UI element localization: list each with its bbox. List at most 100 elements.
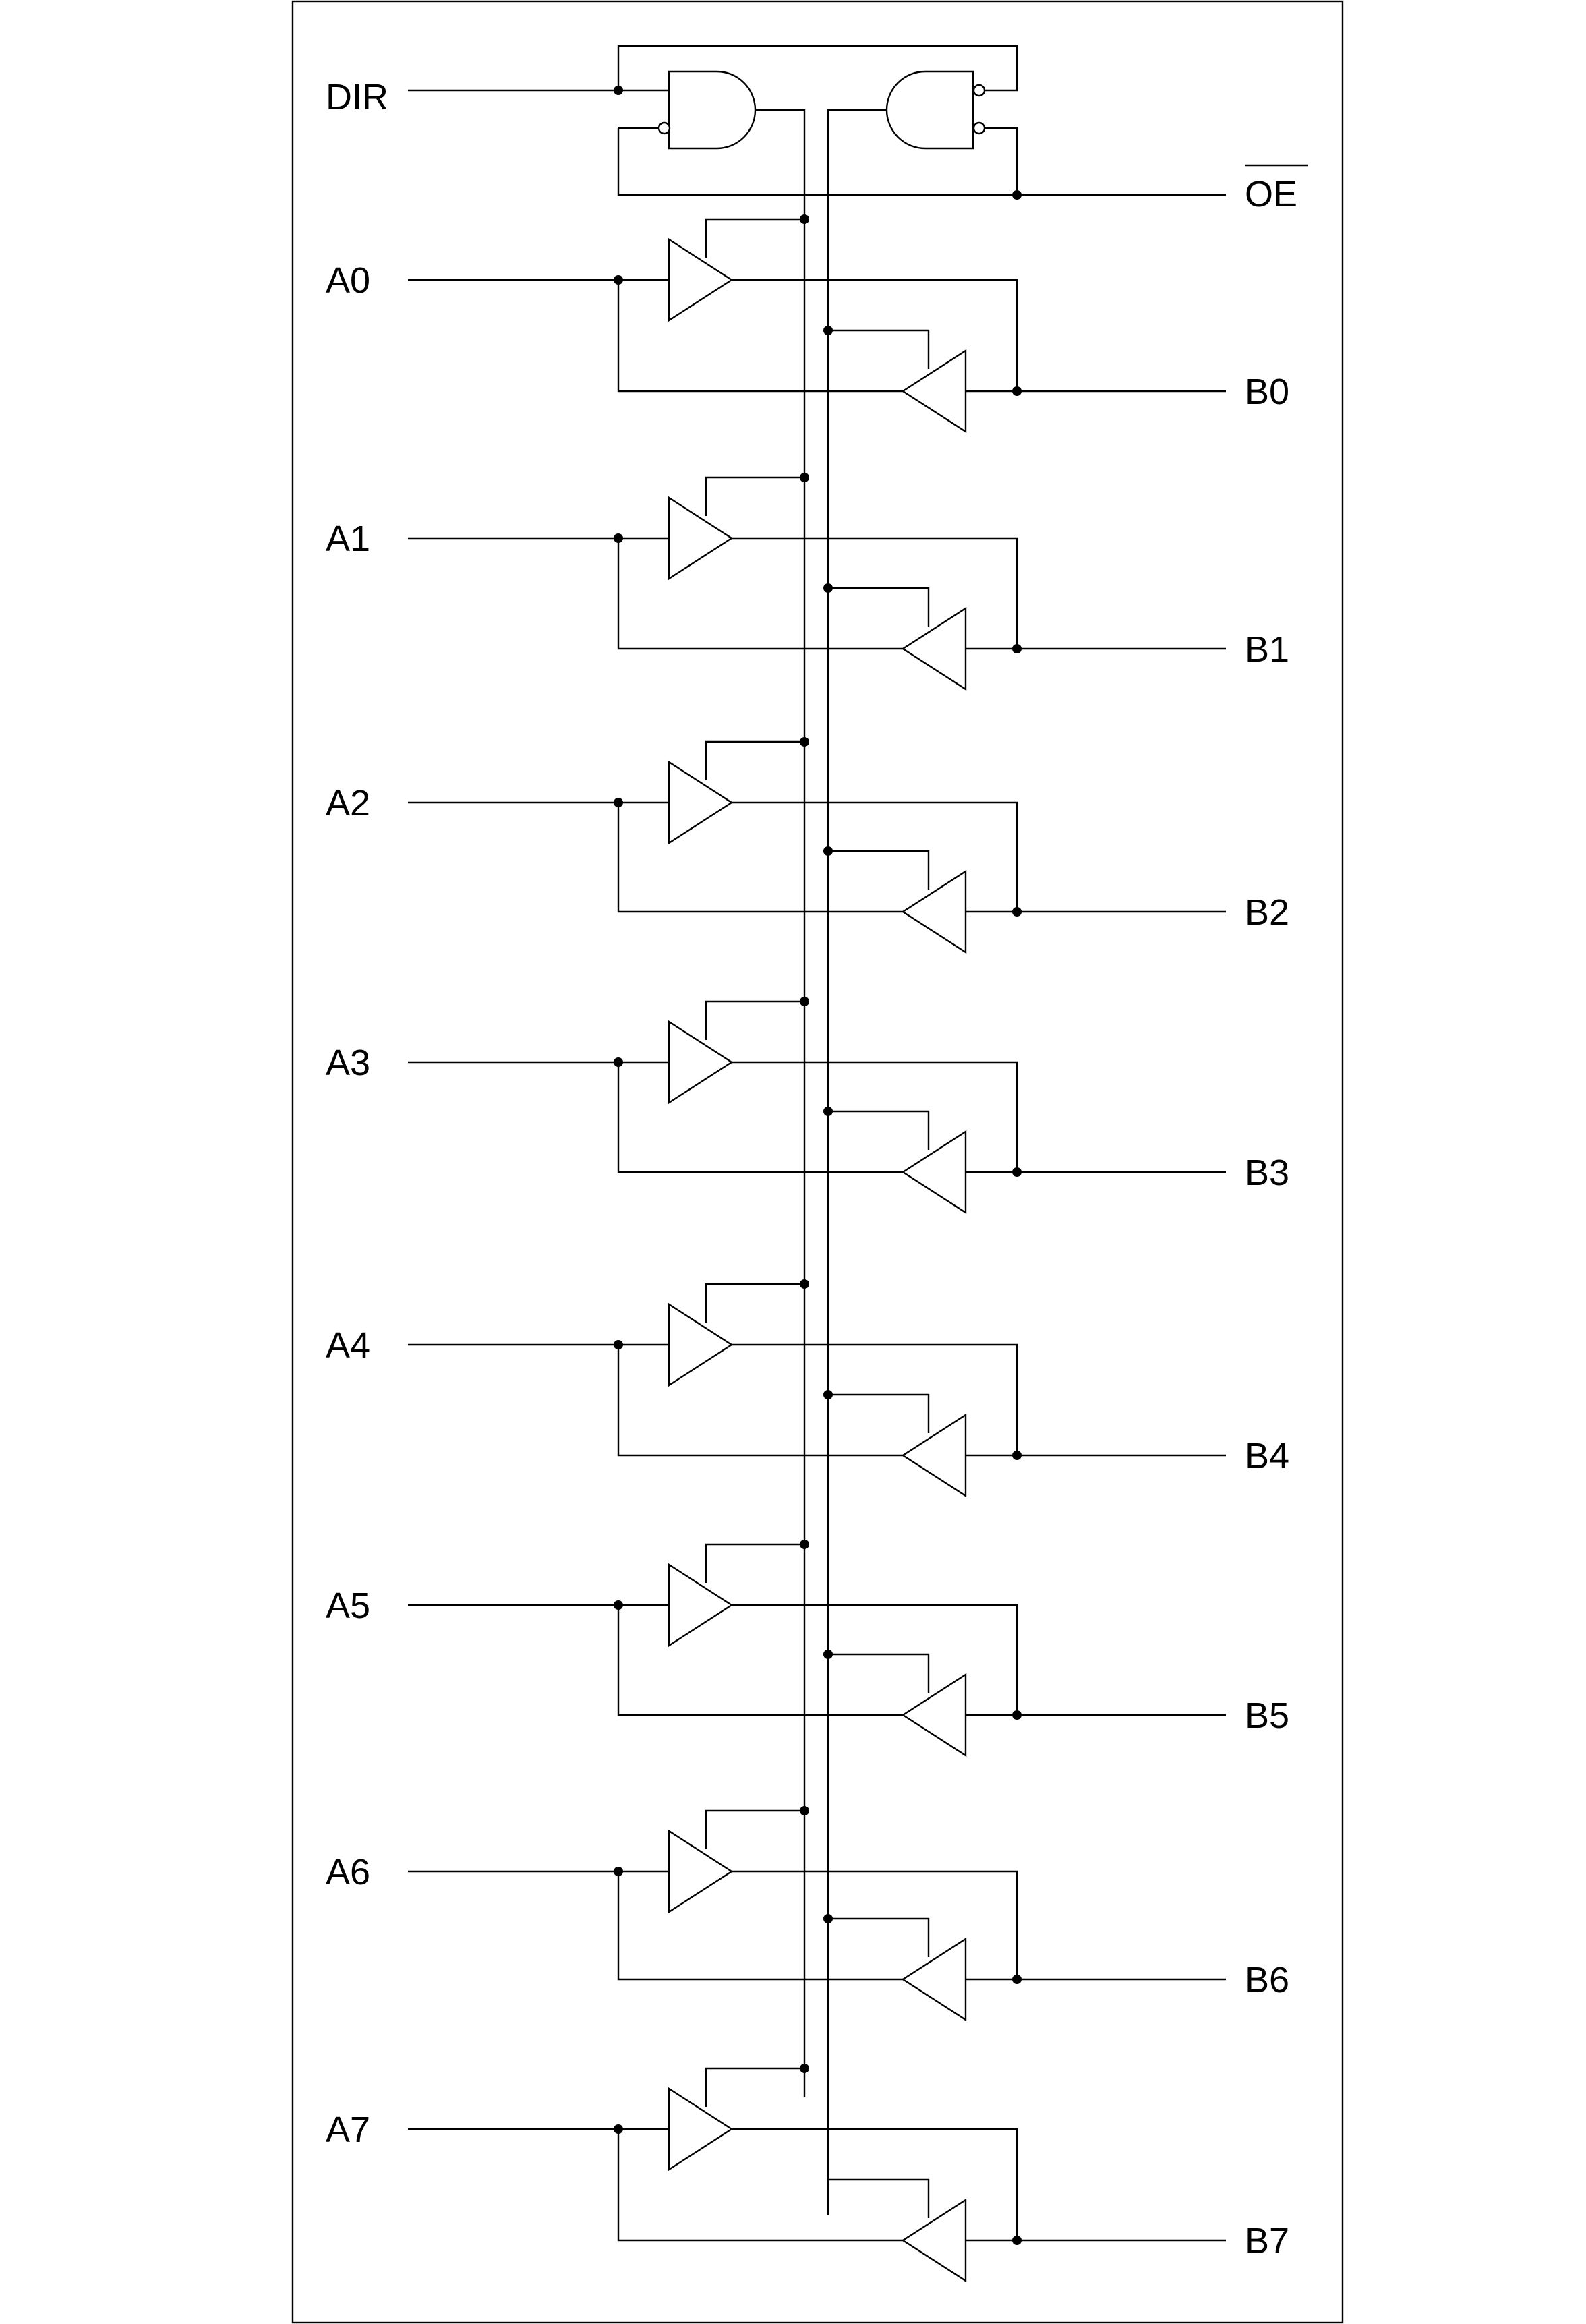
oe-junction-dot: [1012, 190, 1022, 200]
pin-label-b4: B4: [1245, 1436, 1289, 1476]
b0-enable-junction-dot: [823, 326, 833, 335]
pin-label-b6: B6: [1245, 1960, 1289, 2000]
b3-buffer-output-wire: [617, 1062, 903, 1173]
b4-to-a4-buffer: [901, 1413, 967, 1498]
b4-buffer-enable-wire: [828, 1393, 930, 1433]
pin-label-b1: B1: [1245, 629, 1289, 670]
inverting-bubble-left-gate: [657, 121, 671, 135]
b6-buffer-enable-wire: [828, 1917, 930, 1957]
b2-buffer-output-wire: [617, 803, 903, 913]
b7-to-a7-buffer: [901, 2198, 967, 2283]
a1-enable-junction-dot: [800, 473, 809, 482]
b2-enable-junction-dot: [823, 846, 833, 856]
b2-junction-dot: [1012, 907, 1022, 917]
a2-buffer-output-wire: [732, 801, 1018, 912]
b4-buffer-output-wire: [617, 1345, 903, 1457]
a4-buffer-output-wire: [732, 1343, 1018, 1455]
a5-enable-junction-dot: [800, 1540, 809, 1549]
a7-buffer-enable-wire: [705, 2067, 804, 2107]
pin-label-b5: B5: [1245, 1695, 1289, 1736]
b7-junction-dot: [1012, 2236, 1022, 2245]
pin-label-b2: B2: [1245, 892, 1289, 933]
b1-buffer-enable-wire: [828, 587, 930, 627]
b1-junction-dot: [1012, 644, 1022, 653]
a4-to-b4-buffer: [668, 1302, 734, 1387]
pin-label-a2: A2: [326, 783, 370, 823]
b1-enable-junction-dot: [823, 583, 833, 593]
b7-buffer-output-wire: [617, 2129, 903, 2242]
oe-right-gate-input: [985, 127, 1018, 195]
a1-buffer-enable-wire: [705, 476, 804, 516]
b1-buffer-output-wire: [617, 538, 903, 650]
a3-enable-junction-dot: [800, 997, 809, 1006]
a7-to-b7-buffer: [668, 2087, 734, 2172]
a0-to-b0-buffer: [668, 237, 734, 322]
b5-enable-junction-dot: [823, 1650, 833, 1659]
a6-to-b6-buffer: [668, 1829, 734, 1914]
b7-buffer-enable-wire: [828, 2178, 930, 2218]
a3-buffer-enable-wire: [705, 1000, 804, 1040]
inverting-bubble-right-gate-top: [972, 84, 986, 97]
a4-enable-junction-dot: [800, 1279, 809, 1289]
a5-to-b5-buffer: [668, 1563, 734, 1648]
b3-enable-junction-dot: [823, 1107, 833, 1116]
b2-to-a2-buffer: [901, 869, 967, 954]
a4-buffer-enable-wire: [705, 1283, 804, 1323]
a0-buffer-output-wire: [732, 279, 1018, 391]
b3-to-a3-buffer: [901, 1130, 967, 1215]
b5-buffer-enable-wire: [828, 1653, 930, 1693]
a3-to-b3-buffer: [668, 1020, 734, 1105]
b3-buffer-enable-wire: [828, 1110, 930, 1150]
pin-label-a1: A1: [326, 519, 370, 559]
a5-buffer-output-wire: [732, 1604, 1018, 1715]
pin-label-a6: A6: [326, 1852, 370, 1892]
b5-junction-dot: [1012, 1710, 1022, 1720]
a7-enable-junction-dot: [800, 2064, 809, 2073]
pin-label-a5: A5: [326, 1586, 370, 1626]
pin-label-a4: A4: [326, 1325, 370, 1366]
and-gate-left: [668, 70, 757, 150]
pin-label-a0: A0: [326, 260, 370, 301]
device-boundary: [291, 0, 1344, 2324]
dir-label: DIR: [326, 77, 388, 117]
b1-to-a1-buffer: [901, 606, 967, 691]
a6-enable-junction-dot: [800, 1806, 809, 1815]
a5-buffer-enable-wire: [705, 1543, 804, 1583]
b6-to-a6-buffer: [901, 1937, 967, 2022]
pin-label-a3: A3: [326, 1043, 370, 1083]
a3-buffer-output-wire: [732, 1061, 1018, 1172]
pin-label-b3: B3: [1245, 1153, 1289, 1193]
a0-buffer-enable-wire: [705, 218, 804, 258]
b-to-a-enable-bus: [827, 109, 887, 2215]
and-gate-right: [885, 70, 974, 150]
a2-to-b2-buffer: [668, 760, 734, 845]
dir-loop-wire: [617, 45, 1018, 92]
b4-junction-dot: [1012, 1451, 1022, 1460]
a6-buffer-output-wire: [732, 1870, 1018, 1979]
b0-buffer-enable-wire: [828, 329, 930, 369]
b0-to-a0-buffer: [901, 349, 967, 434]
pin-label-b0: B0: [1245, 372, 1289, 412]
b5-to-a5-buffer: [901, 1673, 967, 1757]
pin-label-b7: B7: [1245, 2221, 1289, 2261]
a2-buffer-enable-wire: [705, 740, 804, 780]
a0-enable-junction-dot: [800, 214, 809, 224]
pin-label-a7: A7: [326, 2110, 370, 2150]
oe-loop-wire: [617, 128, 1017, 196]
b2-buffer-enable-wire: [828, 850, 930, 890]
b6-buffer-output-wire: [617, 1871, 903, 1981]
b5-buffer-output-wire: [617, 1605, 903, 1716]
b3-junction-dot: [1012, 1167, 1022, 1177]
a6-buffer-enable-wire: [705, 1809, 804, 1849]
a1-to-b1-buffer: [668, 496, 734, 581]
oe-label: OE: [1245, 174, 1297, 214]
direction-control-logic: DIR OE: [326, 45, 1308, 2215]
inverting-bubble-right-gate-bottom: [972, 121, 986, 135]
b6-enable-junction-dot: [823, 1914, 833, 1923]
b0-junction-dot: [1012, 386, 1022, 396]
a2-enable-junction-dot: [800, 737, 809, 747]
a1-buffer-output-wire: [732, 537, 1018, 649]
a7-buffer-output-wire: [732, 2128, 1018, 2240]
